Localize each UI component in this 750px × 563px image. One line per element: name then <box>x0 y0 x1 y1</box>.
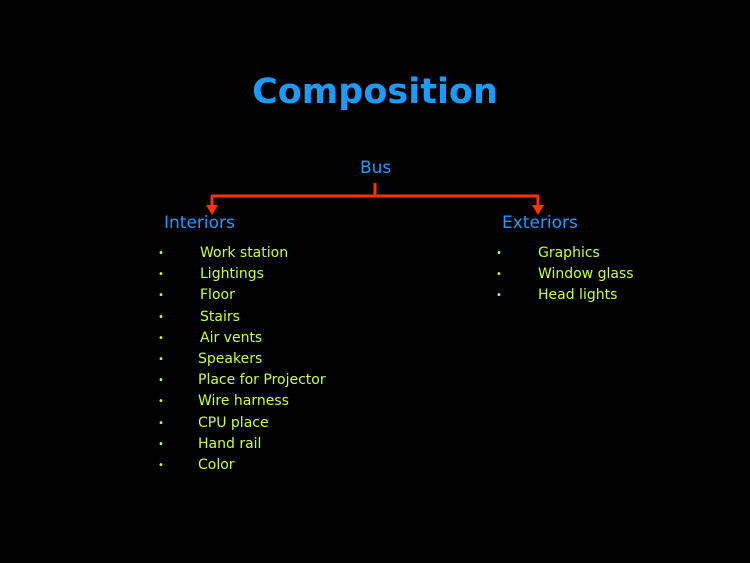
root-node-bus: Bus <box>360 158 392 178</box>
slide-title: Composition <box>252 72 498 112</box>
list-item-label: Head lights <box>538 287 618 304</box>
arrow-down-icon <box>206 205 218 215</box>
list-item-label: Color <box>198 456 235 473</box>
bullet-icon: • <box>158 248 164 259</box>
list-item-label: Air vents <box>200 329 263 346</box>
list-item-label: Graphics <box>538 245 600 261</box>
list-item-label: Place for Projector <box>198 372 326 389</box>
bullet-icon: • <box>158 459 164 471</box>
bullet-icon: • <box>158 311 164 323</box>
bullet-icon: • <box>496 290 502 302</box>
list-item-label: Work station <box>200 245 289 261</box>
bullet-icon: • <box>158 417 164 429</box>
list-item-label: Lightings <box>200 266 264 283</box>
bullet-icon: • <box>496 248 502 259</box>
list-item-label: Wire harness <box>198 393 289 410</box>
branch-exteriors: Exteriors <box>502 213 578 233</box>
list-item-label: Stairs <box>200 308 240 325</box>
bullet-icon: • <box>158 438 164 450</box>
list-item-label: Window glass <box>538 266 634 283</box>
bullet-icon: • <box>158 290 164 302</box>
arrow-down-icon <box>532 205 544 215</box>
bullet-icon: • <box>496 269 502 281</box>
branch-interiors: Interiors <box>164 213 235 233</box>
bullet-icon: • <box>158 332 164 344</box>
bullet-icon: • <box>158 353 164 365</box>
list-item-label: Floor <box>200 287 235 304</box>
bullet-icon: • <box>158 269 164 281</box>
list-item-label: Hand rail <box>198 435 262 452</box>
bullet-icon: • <box>158 375 164 387</box>
list-item-label: Speakers <box>198 350 263 367</box>
bullet-icon: • <box>158 396 164 408</box>
list-item-label: CPU place <box>198 414 269 431</box>
